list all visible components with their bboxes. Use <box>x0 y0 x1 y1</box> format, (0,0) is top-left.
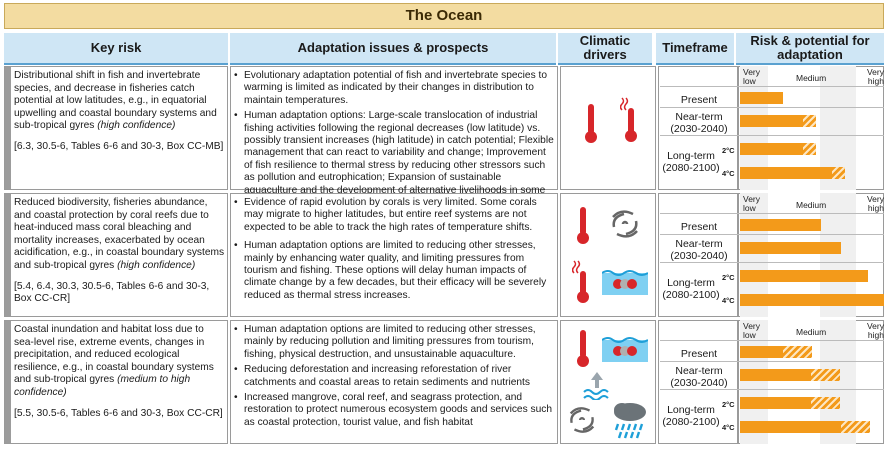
bar-present <box>740 346 783 358</box>
scenario-4c: 4°C <box>722 296 735 305</box>
bar-near-term <box>740 369 811 381</box>
header-climatic-drivers: Climatic drivers <box>558 33 652 65</box>
bar-long-term-4c-uncertainty <box>841 421 870 433</box>
timeframe-near-term: Near-term (2030-2040) <box>670 238 728 262</box>
bar-long-term-2c <box>740 270 868 282</box>
bar-present <box>740 92 783 104</box>
scale-very-high: Very high <box>866 194 884 213</box>
risk-chart: Very low Medium Very high <box>740 320 884 444</box>
risk-row-2: Reduced biodiversity, fisheries abundanc… <box>4 193 884 317</box>
reference-text: [5.5, 30.5-6, Tables 6-6 and 30-3, Box C… <box>14 407 223 419</box>
risk-row-1: Distributional shift in fish and inverte… <box>4 66 884 208</box>
adaptation-list: Human adaptation options are limited to … <box>234 324 556 432</box>
scenario-4c: 4°C <box>722 423 735 432</box>
bar-long-term-2c <box>740 143 803 155</box>
risk-chart: Very low Medium Very high <box>740 66 884 190</box>
key-risk-text: Coastal inundation and habitat loss due … <box>14 324 226 420</box>
key-risk-text: Distributional shift in fish and inverte… <box>14 70 226 154</box>
bar-near-term <box>740 242 841 254</box>
drivers-cell <box>560 193 656 317</box>
scale-medium: Medium <box>796 200 827 210</box>
header-timeframe: Timeframe <box>656 33 734 65</box>
key-risk-cell <box>4 66 228 190</box>
bar-present <box>740 219 821 231</box>
scale-very-high: Very high <box>866 321 884 340</box>
warming-extreme-icon <box>620 97 637 142</box>
adaptation-item: Human adaptation options are limited to … <box>234 324 556 361</box>
adaptation-item: Evidence of rapid evolution by corals is… <box>234 197 556 234</box>
scenario-4c: 4°C <box>722 169 735 178</box>
header-key-risk: Key risk <box>4 33 228 65</box>
scale-very-high: Very high <box>866 67 884 86</box>
thermometer-icon <box>585 104 597 143</box>
timeframe-long-term: Long-term (2080-2100) <box>662 404 720 428</box>
timeframe-long-term: Long-term (2080-2100) <box>662 150 720 174</box>
timeframe-present: Present <box>680 94 718 106</box>
header-risk-potential: Risk & potential for adaptation <box>736 33 884 65</box>
bar-near-term-uncertainty <box>811 369 840 381</box>
timeframe-present: Present <box>680 348 718 360</box>
ocean-acidification-icon <box>602 337 648 362</box>
thermometer-icon <box>577 330 589 367</box>
bar-long-term-4c <box>740 294 884 306</box>
bar-long-term-4c-uncertainty <box>832 167 845 179</box>
bar-long-term-2c <box>740 397 811 409</box>
risk-row-3: Coastal inundation and habitat loss due … <box>4 320 884 444</box>
risk-chart: Very low Medium Very high <box>740 193 884 317</box>
adaptation-item: Increased mangrove, coral reef, and seag… <box>234 392 556 429</box>
drivers-cell <box>560 66 656 190</box>
key-risk-cell <box>4 193 228 317</box>
timeframe-long-term: Long-term (2080-2100) <box>662 277 720 301</box>
cyclone-icon <box>569 407 595 433</box>
reference-text: [6.3, 30.5-6, Tables 6-6 and 30-3, Box C… <box>14 140 224 152</box>
timeframe-present: Present <box>680 221 718 233</box>
bar-long-term-4c <box>740 421 841 433</box>
bar-near-term-uncertainty <box>803 115 816 127</box>
bar-long-term-4c <box>740 167 832 179</box>
reference-text: [5.4, 6.4, 30.3, 30.5-6, Tables 6-6 and … <box>14 280 210 305</box>
scale-medium: Medium <box>796 327 827 337</box>
cyclone-icon <box>612 210 638 238</box>
scale-medium: Medium <box>796 73 827 83</box>
scenario-2c: 2°C <box>722 273 735 282</box>
scenario-2c: 2°C <box>722 400 735 409</box>
timeframe-near-term: Near-term (2030-2040) <box>670 111 728 135</box>
ocean-acidification-icon <box>602 270 648 295</box>
adaptation-item: Evolutionary adaptation potential of fis… <box>234 70 556 107</box>
timeframe-near-term: Near-term (2030-2040) <box>670 365 728 389</box>
bar-long-term-2c-uncertainty <box>803 143 816 155</box>
adaptation-item: Human adaptation options are limited to … <box>234 240 556 302</box>
bar-long-term-2c-uncertainty <box>811 397 840 409</box>
scale-very-low: Very low <box>743 67 761 86</box>
adaptation-item: Reducing deforestation and increasing re… <box>234 364 556 389</box>
scenario-2c: 2°C <box>722 146 735 155</box>
warming-extreme-icon <box>572 260 589 303</box>
bar-near-term <box>740 115 803 127</box>
header-adaptation: Adaptation issues & prospects <box>230 33 556 65</box>
adaptation-list: Evolutionary adaptation potential of fis… <box>234 70 556 212</box>
sea-level-rise-icon <box>583 372 609 400</box>
page-title: The Ocean <box>4 3 884 29</box>
key-risk-cell <box>4 320 228 444</box>
adaptation-list: Evidence of rapid evolution by corals is… <box>234 197 556 305</box>
thermometer-icon <box>577 207 589 244</box>
bar-present-uncertainty <box>783 346 812 358</box>
precipitation-icon <box>614 403 646 439</box>
scale-very-low: Very low <box>743 321 761 340</box>
scale-very-low: Very low <box>743 194 761 213</box>
key-risk-text: Reduced biodiversity, fisheries abundanc… <box>14 197 225 305</box>
